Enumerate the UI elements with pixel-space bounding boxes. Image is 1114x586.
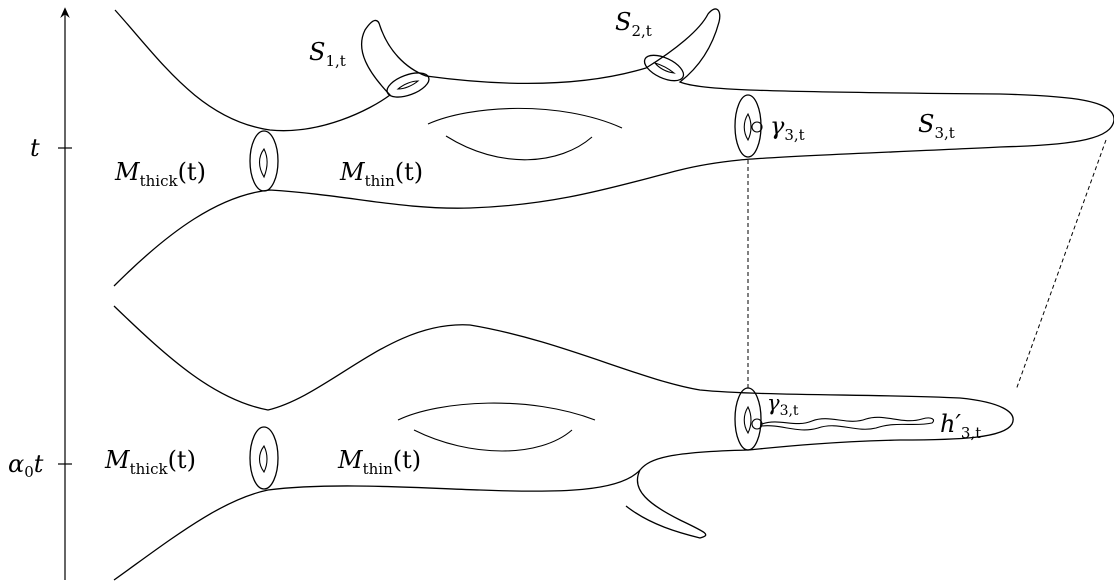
upper-m-thick-label: Mthick(t) [114,158,206,190]
s1-cusp-hole [396,80,420,90]
lower-handle-bottom [413,429,573,452]
lower-handle-top [397,402,596,421]
s2-cusp-hole [653,61,676,74]
upper-handle-top [427,107,623,129]
s3t-label: S3,t [918,110,955,142]
h3t-label: h′3,t [940,410,981,442]
lower-surface [113,305,1014,581]
s1t-label: S1,t [309,38,346,70]
tip-correspondence-dashed [1015,139,1107,391]
upper-gamma-loop [751,121,763,133]
tick-label-alpha0-t: α0t [8,450,44,481]
lower-m-thick-label: Mthick(t) [104,446,196,478]
lower-top-boundary [113,305,1014,451]
s2-cusp-ring [643,54,685,82]
lower-neck-ring [249,426,279,490]
lower-gamma-hole [743,405,752,435]
upper-neck-ring [249,130,279,192]
upper-bottom-boundary [113,159,741,287]
upper-gamma-label: γ3,t [770,112,805,144]
lower-gamma-ring [734,387,762,451]
upper-gamma-ring [734,94,762,158]
upper-handle-bottom [445,135,593,161]
upper-neck-hole [258,147,268,179]
upper-surface [113,8,1114,287]
s1-cusp-ring [386,72,430,98]
tick-label-t: t [30,134,40,162]
upper-m-thin-label: Mthin(t) [339,158,423,190]
lower-gamma-label: γ3,t [767,391,799,419]
lower-bottom-boundary [113,449,749,581]
lower-neck-hole [258,444,268,474]
h3t-wavy-strand [761,416,935,431]
lower-m-thin-label: Mthin(t) [337,446,421,478]
lower-fin [625,469,707,539]
upper-gamma-hole [743,112,752,142]
s2t-label: S2,t [615,8,652,40]
